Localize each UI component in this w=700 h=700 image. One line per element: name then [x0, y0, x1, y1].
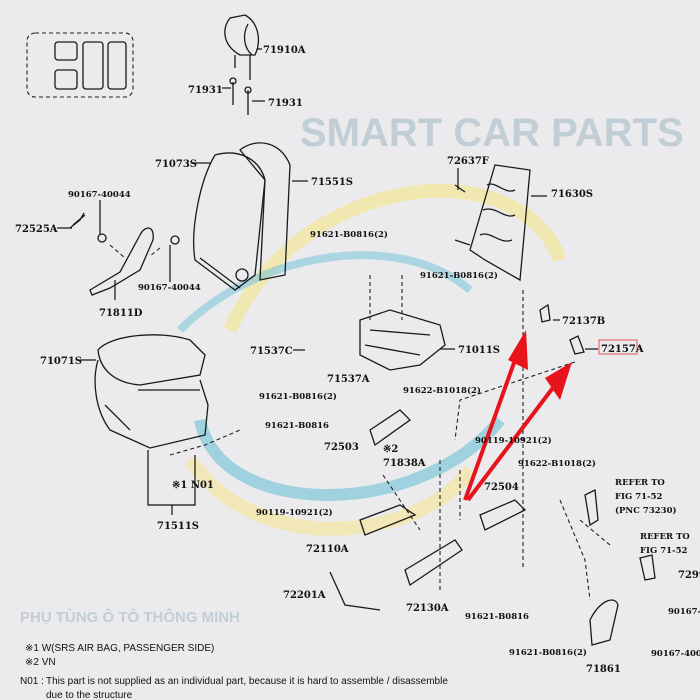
label-72130A: 72130A: [406, 603, 449, 614]
label-71861: 71861: [586, 664, 621, 675]
note-n01-cont: due to the structure: [46, 690, 133, 700]
label-72504: 72504: [484, 482, 519, 493]
seat-cushion: [94, 334, 209, 449]
label-72157A: 72157A: [601, 344, 644, 355]
label-90167-40044: 90167-40044: [138, 283, 201, 293]
note-n01-key: N01 :: [20, 676, 44, 687]
label-71630S: 71630S: [551, 189, 593, 200]
label-71511S: 71511S: [157, 521, 199, 532]
red-arrows: [463, 330, 572, 502]
refer-to-1: REFER TO: [615, 478, 665, 488]
guide-lines: [109, 244, 611, 601]
label-90167: 90167-4004: [651, 649, 700, 659]
refer-fig-1: FIG 71-52: [615, 492, 662, 502]
label-71551S: 71551S: [311, 177, 353, 188]
label-72201A: 72201A: [283, 590, 326, 601]
label-72137B: 72137B: [562, 316, 605, 327]
watermark-brand: SMART CAR PARTS: [300, 111, 684, 155]
label-71537C: 71537C: [250, 346, 293, 357]
label-72503: 72503: [324, 442, 359, 453]
seatback-cover: [193, 142, 291, 291]
arrow-head-1: [508, 330, 528, 370]
refer-fig-2: FIG 71-52: [640, 546, 687, 556]
label-91621-B0816: 91621-B0816(2): [310, 229, 388, 240]
label-72637F: 72637F: [447, 156, 489, 167]
label-90119-10921: 90119-10921(2): [256, 507, 333, 518]
mark-2: ※2: [383, 444, 398, 455]
label-71811D: 71811D: [99, 308, 143, 319]
highlight-box: [598, 339, 638, 355]
label-91622-B1018: 91622-B1018(2): [403, 385, 481, 396]
label-71910A: 71910A: [263, 45, 306, 56]
label-71838A: 71838A: [383, 458, 426, 469]
label-91621-B0816: 91621-B0816: [265, 421, 329, 431]
label-90167: 90167-4: [668, 607, 700, 617]
seat-switch-inset: [26, 32, 134, 98]
label-71931: 71931: [268, 98, 303, 109]
label-71537A: 71537A: [327, 374, 370, 385]
footnotes: ※1 W(SRS AIR BAG, PASSENGER SIDE) ※2 VN …: [20, 643, 448, 700]
label-71073S: 71073S: [155, 159, 197, 170]
label-71931: 71931: [188, 85, 223, 96]
label-71071S: 71071S: [40, 356, 82, 367]
label-91621-B0816: 91621-B0816(2): [259, 391, 337, 402]
refer-to-2: REFER TO: [640, 532, 690, 542]
note-1: ※1 W(SRS AIR BAG, PASSENGER SIDE): [25, 643, 214, 654]
mark-1-n01: ※1 N01: [172, 480, 214, 491]
label-91621-B0816: 91621-B0816(2): [420, 270, 498, 281]
label-91621-B0816: 91621-B0816: [465, 612, 529, 622]
label-90119-10921: 90119-10921(2): [475, 435, 552, 446]
watermark-tagline: PHỤ TÙNG Ô TÔ THÔNG MINH: [20, 608, 240, 626]
label-72110A: 72110A: [306, 544, 349, 555]
part-labels: 71910A 71931 71931 71073S 71551S 90167-4…: [15, 45, 700, 675]
arrow-head-2: [545, 362, 572, 400]
side-shield: [69, 212, 180, 296]
note-2: ※2 VN: [25, 657, 56, 668]
leader-lines: [57, 48, 598, 515]
label-91621-B0816: 91621-B0816(2): [509, 647, 587, 658]
label-72525A: 72525A: [15, 224, 58, 235]
watermark-logo: SMART CAR PARTS PHỤ TÙNG Ô TÔ THÔNG MINH: [20, 111, 684, 626]
label-91622-B1018: 91622-B1018(2): [518, 458, 596, 469]
refer-pnc-1: (PNC 73230): [615, 505, 677, 516]
label-7299: 7299: [678, 570, 700, 581]
label-71011S: 71011S: [458, 345, 500, 356]
seat-frame: [329, 164, 656, 646]
label-90167-40044: 90167-40044: [68, 190, 131, 200]
headrest: [224, 14, 259, 115]
note-n01-text: This part is not supplied as an individu…: [46, 676, 448, 687]
